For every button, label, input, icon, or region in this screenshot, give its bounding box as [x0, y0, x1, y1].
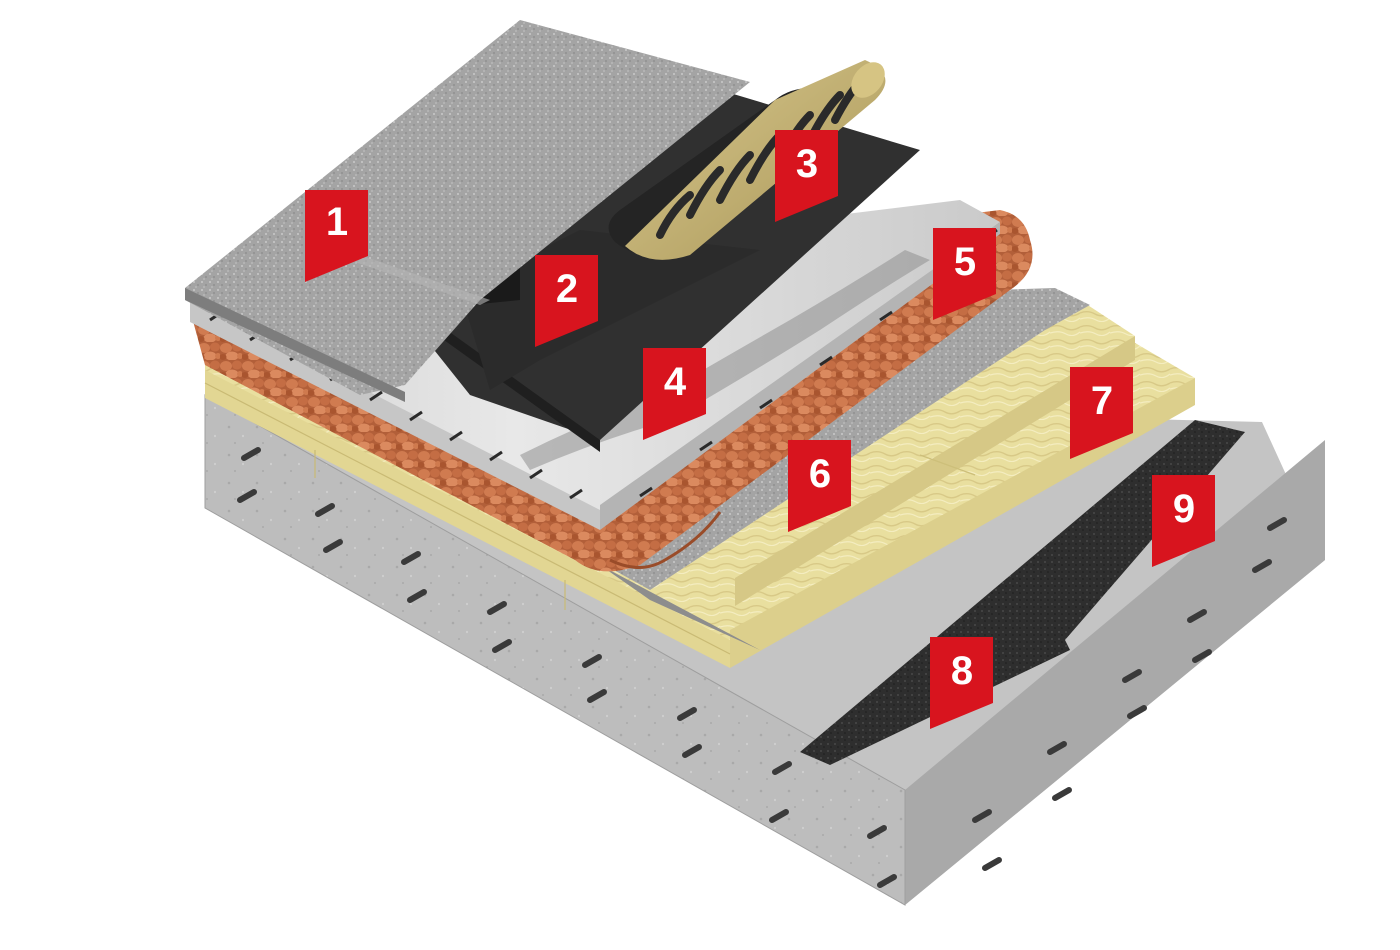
marker-3-tag [775, 130, 838, 222]
marker-1-label: 1 [326, 200, 348, 244]
marker-6: 6 [788, 440, 851, 532]
marker-1-tag [305, 190, 368, 282]
marker-3: 3 [775, 130, 838, 222]
marker-6-tag [788, 440, 851, 532]
marker-9-tag [1152, 475, 1215, 567]
marker-5-label: 5 [954, 240, 976, 284]
marker-5: 5 [933, 228, 996, 320]
marker-1: 1 [305, 190, 368, 282]
marker-6-label: 6 [809, 452, 831, 496]
marker-8-label: 8 [951, 649, 973, 693]
marker-4-label: 4 [664, 360, 687, 404]
number-markers: 1 2 3 4 5 6 7 8 [305, 130, 1215, 729]
marker-3-label: 3 [796, 142, 818, 186]
marker-8-tag [930, 637, 993, 729]
marker-2-tag [535, 255, 598, 347]
marker-7-tag [1070, 367, 1133, 459]
marker-2-label: 2 [556, 267, 578, 311]
marker-2: 2 [535, 255, 598, 347]
layer-8-primer [800, 420, 1245, 765]
marker-5-tag [933, 228, 996, 320]
rebar-ends [237, 447, 1287, 888]
marker-7-label: 7 [1091, 379, 1113, 423]
marker-9: 9 [1152, 475, 1215, 567]
layer-1-top-sheet [185, 20, 750, 402]
marker-4-tag [643, 348, 706, 440]
marker-7: 7 [1070, 367, 1133, 459]
marker-9-label: 9 [1173, 487, 1195, 531]
marker-8: 8 [930, 637, 993, 729]
marker-4: 4 [643, 348, 706, 440]
